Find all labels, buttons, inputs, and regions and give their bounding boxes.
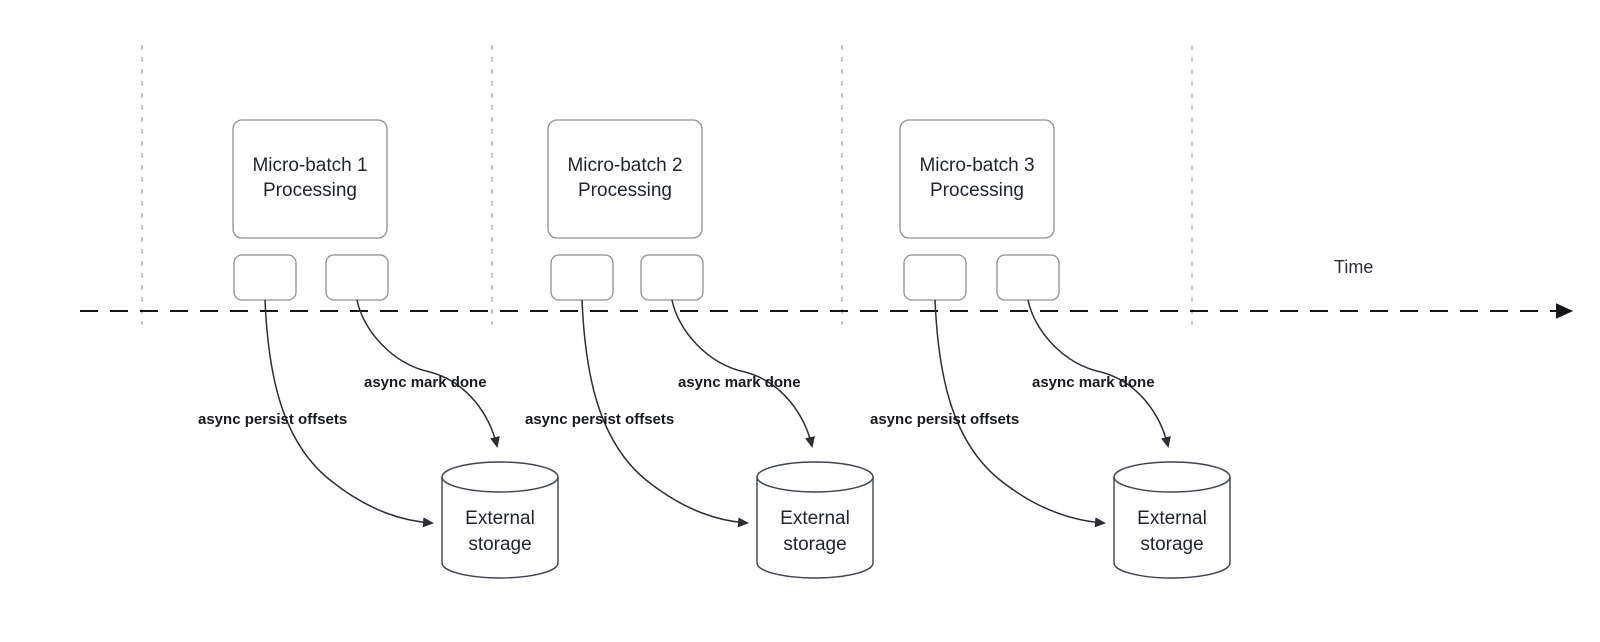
storage-cylinder-body[interactable] [756, 476, 874, 579]
async-persist-offsets-edge-label: async persist offsets [525, 411, 674, 428]
async-persist-offsets-edge-label: async persist offsets [870, 411, 1019, 428]
persist-task-box[interactable] [233, 254, 297, 301]
async-mark-done-edge-label: async mark done [678, 374, 801, 391]
async-mark-done-edge [671, 299, 815, 448]
mark-done-task-box[interactable] [640, 254, 704, 301]
storage-label-line2: storage [783, 534, 846, 555]
micro-batch-label-line2: Processing [578, 180, 672, 201]
micro-batch-label-line1: Micro-batch 2 [567, 155, 682, 176]
mark-done-task-box[interactable] [325, 254, 389, 301]
micro-batch-label-line1: Micro-batch 1 [252, 155, 367, 176]
micro-batch-process-box[interactable] [232, 119, 388, 239]
async-mark-done-edge [356, 299, 500, 448]
storage-cylinder-top [441, 461, 559, 493]
mark-done-task-box[interactable] [996, 254, 1060, 301]
storage-label-line1: External [465, 508, 535, 529]
time-axis-label: Time [1334, 257, 1373, 277]
storage-cylinder-body[interactable] [441, 476, 559, 579]
time-axis: Time [80, 257, 1574, 319]
async-persist-offsets-edge [264, 299, 434, 528]
async-mark-done-edge-label: async mark done [1032, 374, 1155, 391]
micro-batch-label-line2: Processing [930, 180, 1024, 201]
storage-cylinder-body[interactable] [1113, 476, 1231, 579]
async-persist-offsets-edge-label: async persist offsets [198, 411, 347, 428]
persist-task-box[interactable] [903, 254, 967, 301]
storage-label-line1: External [780, 508, 850, 529]
async-mark-done-edge-label: async mark done [364, 374, 487, 391]
async-persist-offsets-edge [934, 299, 1106, 528]
storage-cylinder-top [1113, 461, 1231, 493]
storage-label-line2: storage [468, 534, 531, 555]
storage-label-line2: storage [1140, 534, 1203, 555]
storage-cylinder-top [756, 461, 874, 493]
persist-task-box[interactable] [550, 254, 614, 301]
micro-batch-label-line1: Micro-batch 3 [919, 155, 1034, 176]
micro-batch-label-line2: Processing [263, 180, 357, 201]
async-mark-done-edge [1027, 299, 1171, 448]
async-persist-offsets-edge [581, 299, 749, 528]
micro-batch-process-box[interactable] [899, 119, 1055, 239]
storage-label-line1: External [1137, 508, 1207, 529]
micro-batch-process-box[interactable] [547, 119, 703, 239]
